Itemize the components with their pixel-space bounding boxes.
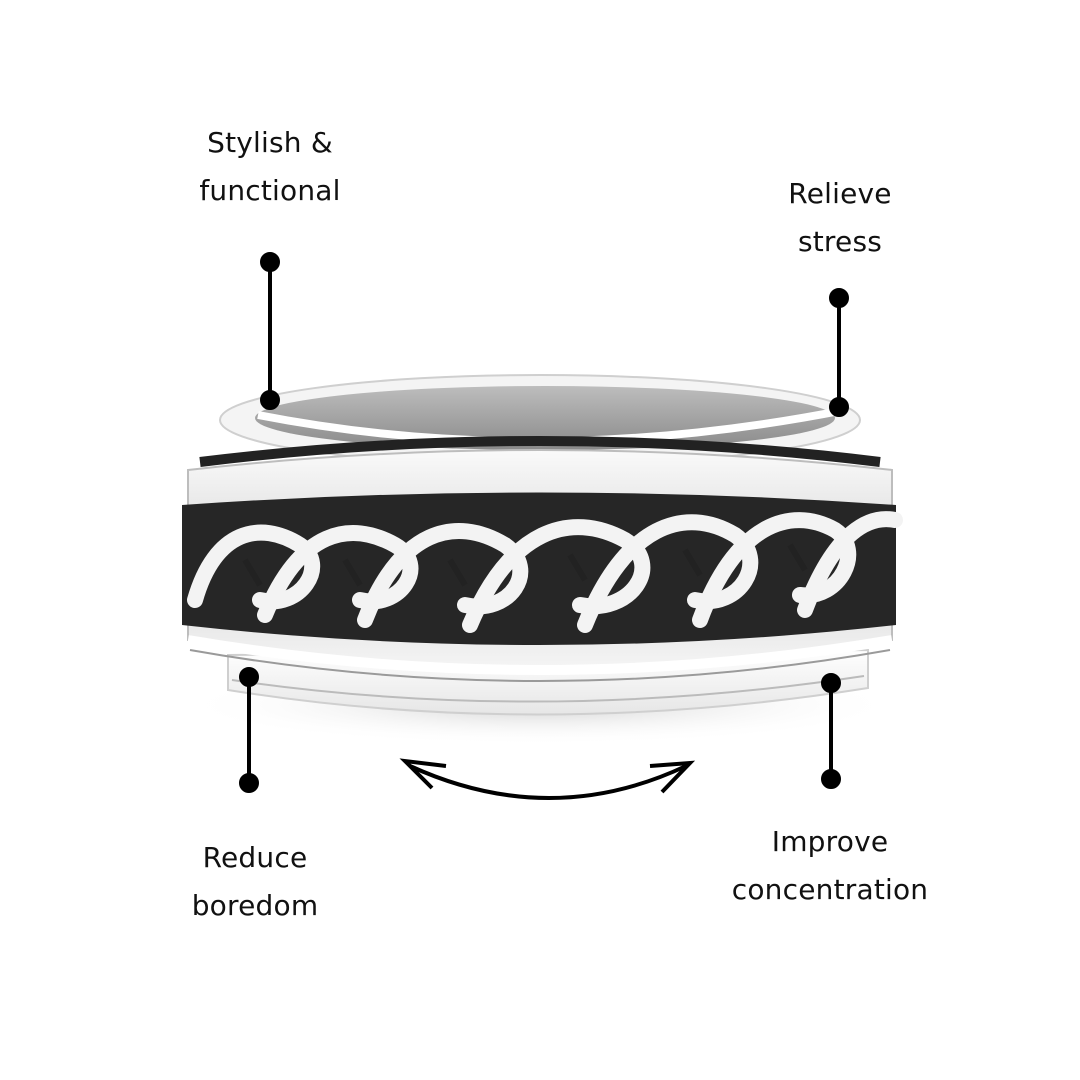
callout-reduce-boredom: Reduce boredom bbox=[191, 841, 319, 922]
double-headed-curved-arrow-icon bbox=[399, 758, 696, 800]
ring-spinner-band bbox=[182, 436, 903, 682]
callout-connector-top-left bbox=[260, 252, 280, 410]
callout-relieve-stress: Relieve stress bbox=[788, 177, 892, 258]
callout-improve-concentration: Improve concentration bbox=[731, 825, 929, 906]
callout-connector-top-right bbox=[829, 288, 849, 417]
callout-connector-bottom-left bbox=[239, 667, 259, 793]
callout-stylish-functional: Stylish & functional bbox=[199, 126, 341, 207]
callout-connector-bottom-right bbox=[821, 673, 841, 789]
